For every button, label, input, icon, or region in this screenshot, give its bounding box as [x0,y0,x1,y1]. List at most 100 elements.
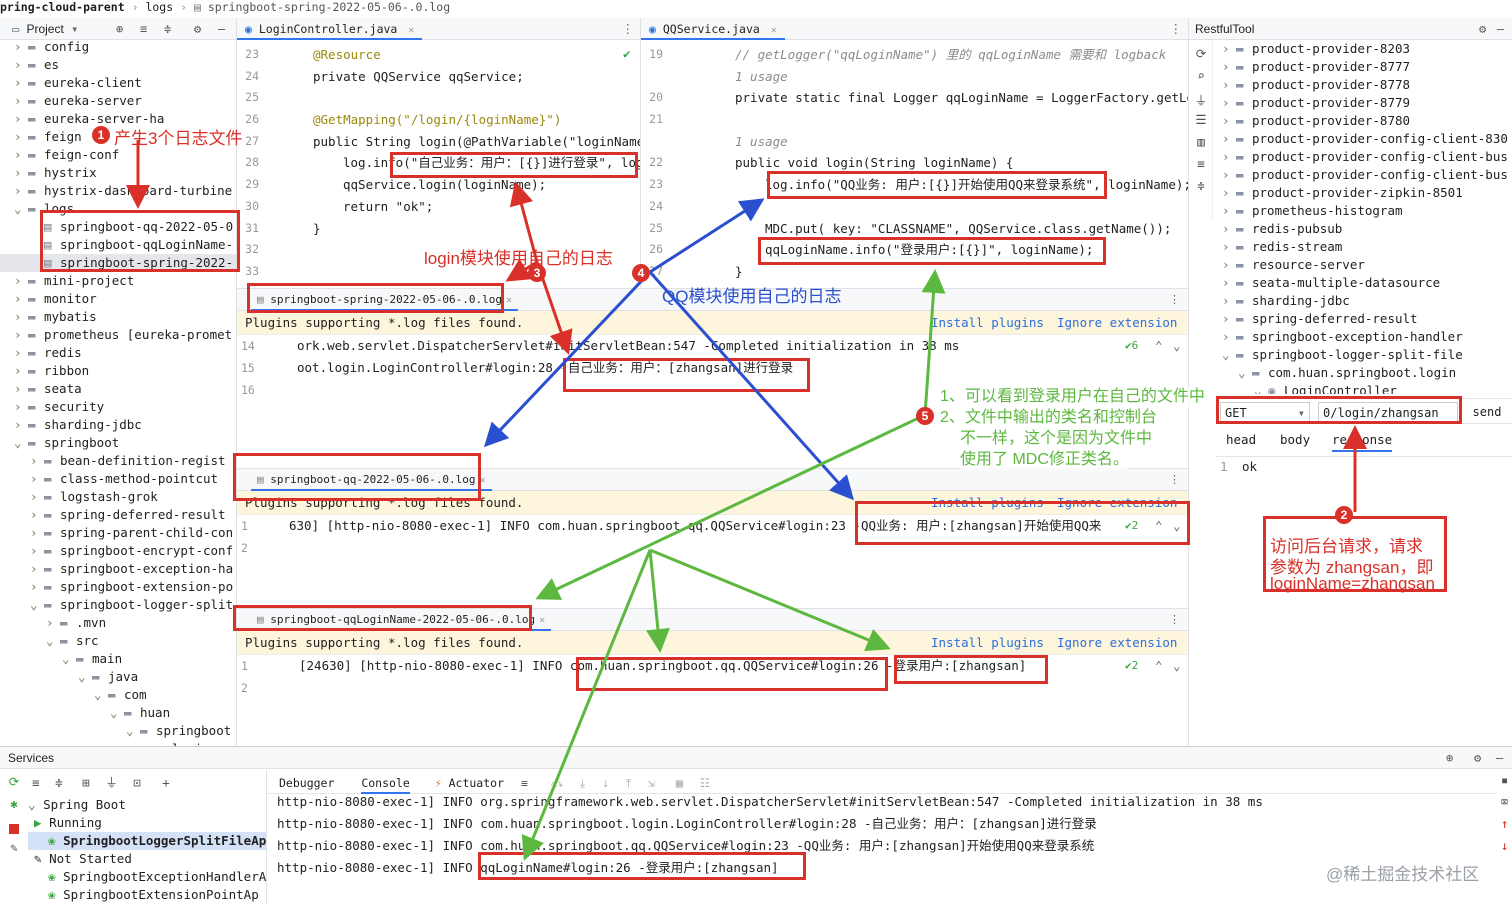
tab-debugger[interactable]: Debugger [279,776,335,790]
project-tree-item[interactable]: ▤springboot-qq-2022-05-0 [0,218,236,236]
code-text[interactable]: qqService.login(loginName); [343,177,547,193]
dropdown-icon[interactable]: ▾ [71,22,79,36]
tree-app[interactable]: ❀ SpringbootExtensionPointAp [28,886,266,904]
wrench-icon[interactable]: ✎ [10,840,18,855]
inspection-count[interactable]: ✔2 [1125,519,1139,532]
minimize-icon[interactable]: – [1497,22,1505,36]
project-tree-item[interactable]: ⌄▬springboot-logger-split [0,596,236,614]
gear-icon[interactable]: ⚙ [194,22,202,36]
restful-tree-item[interactable]: ›▬seata-multiple-datasource [1216,274,1512,292]
project-tree-item[interactable]: ⌄▬src [0,632,236,650]
restful-tree-item[interactable]: ›▬sharding-jdbc [1216,292,1512,310]
project-tree-item[interactable]: ›▬hystrix [0,164,236,182]
code-text[interactable]: log.info("QQ业务: 用户:[{}]开始使用QQ来登录系统", log… [765,177,1188,193]
table-icon[interactable]: ▦ [675,776,683,790]
project-tree-item[interactable]: ⌄▬java [0,668,236,686]
list-icon[interactable]: ☷ [699,776,711,790]
install-plugins-link[interactable]: Install plugins [931,315,1044,330]
project-tree-item[interactable]: ⌄▬huan [0,704,236,722]
chevron-down-icon[interactable]: ⌄ [1173,518,1181,533]
breadcrumb-project[interactable]: pring-cloud-parent [0,0,125,14]
tree-app-selected[interactable]: ❀ SpringbootLoggerSplitFileAp [28,832,266,850]
project-tree-item[interactable]: ›▬mini-project [0,272,236,290]
filter-icon[interactable]: ⏚ [1194,93,1208,108]
tree-not-started[interactable]: ✎ Not Started [28,850,266,868]
settings-icon[interactable]: ☰ [1195,112,1207,127]
group-icon[interactable]: ⊞ [82,775,90,790]
add-icon[interactable]: + [162,775,170,790]
restful-tree-item[interactable]: ›▬spring-deferred-result [1216,310,1512,328]
tab-head[interactable]: head [1226,432,1257,447]
minimize-icon[interactable]: – [1496,751,1504,765]
search-icon[interactable]: ⌕ [1197,68,1205,83]
tree-spring-boot[interactable]: ⌄ Spring Boot [28,796,266,814]
tab-actuator[interactable]: Actuator [448,776,504,790]
project-tree-item[interactable]: ›▬.mvn [0,614,236,632]
project-tree-item[interactable]: ›▬eureka-client [0,74,236,92]
down-icon[interactable]: ↓ [1500,838,1509,853]
trash-icon[interactable]: ⌧ [1500,794,1509,809]
log-text[interactable]: ork.web.servlet.DispatcherServlet#initSe… [297,338,960,353]
collapse-all-icon[interactable]: ≑ [55,775,63,790]
send-button[interactable]: send [1472,405,1502,419]
chevron-down-icon[interactable]: ⌄ [1173,338,1181,353]
project-tree-item[interactable]: ›▬springboot-extension-po [0,578,236,596]
code-text[interactable]: // getLogger("qqLoginName") 里的 qqLoginNa… [735,47,1167,62]
project-tree-item[interactable]: ›▬login [0,740,236,746]
debug-icon[interactable]: ✱ [10,796,18,811]
up-icon[interactable]: ↑ [1500,816,1509,831]
target-icon[interactable]: ⊕ [116,22,124,36]
filter-icon[interactable]: ⏚ [105,775,118,790]
more-icon[interactable]: ⋮ [1169,293,1180,306]
rerun-icon[interactable]: ⟳ [8,774,20,789]
tree-app[interactable]: ❀ SpringbootExceptionHandlerA [28,868,266,886]
restful-tree-item[interactable]: ›▬product-provider-config-client-830 [1216,130,1512,148]
chevron-up-icon[interactable]: ⌃ [1155,658,1163,673]
target-icon[interactable]: ⊕ [1446,751,1454,765]
inspection-count[interactable]: ✔6 [1125,339,1139,352]
log-text[interactable]: [24630] [http-nio-8080-exec-1] INFO com.… [299,658,1027,673]
chevron-up-icon[interactable]: ⌃ [1155,338,1163,353]
project-tree-item[interactable]: ⌄▬com [0,686,236,704]
collapse-icon[interactable]: ≑ [1197,178,1205,193]
project-tree-item[interactable]: ›▬prometheus [eureka-promet [0,326,236,344]
project-title[interactable]: Project [26,22,64,36]
minimize-icon[interactable]: – [218,22,226,36]
breadcrumb-folder[interactable]: logs [145,0,174,14]
tab-response[interactable]: response [1332,428,1393,452]
close-icon[interactable]: ✕ [539,615,546,626]
collapse-all-icon[interactable]: ≑ [164,22,172,36]
close-icon[interactable]: ✕ [506,295,513,306]
restful-tree-item[interactable]: ›▬resource-server [1216,256,1512,274]
code-text[interactable]: MDC.put( key: "CLASSNAME", QQService.cla… [765,220,1172,236]
stop-icon[interactable] [9,824,19,834]
menu-icon[interactable]: ≡ [520,776,528,790]
project-tree-item[interactable]: ⌄▬springboot [0,722,236,740]
ignore-extension-link[interactable]: Ignore extension [1057,315,1178,330]
more-icon[interactable]: ⋮ [1169,613,1180,626]
project-tree-item[interactable]: ›▬bean-definition-regist [0,452,236,470]
restful-tree-item[interactable]: ›▬product-provider-zipkin-8501 [1216,184,1512,202]
code-text[interactable]: qqLoginName.info("登录用户:[{}]", loginName)… [765,242,1094,258]
restful-tree-item[interactable]: ›▬redis-stream [1216,238,1512,256]
project-tree-item[interactable]: ›▬eureka-server-ha [0,110,236,128]
restful-tree-item[interactable]: ›▬product-provider-8777 [1216,58,1512,76]
new-tab-icon[interactable]: ⊡ [133,775,141,790]
url-input[interactable]: 0/login/zhangsan [1318,402,1458,422]
close-icon[interactable]: ✕ [408,25,415,36]
step-down-icon[interactable]: ⇣ [602,776,610,790]
gear-icon[interactable]: ⚙ [1479,22,1487,36]
code-text[interactable]: @GetMapping("/login/{loginName}") [313,112,562,128]
log-file-tab[interactable]: ▤ springboot-qq-2022-05-06-.0.log✕ [251,469,492,491]
project-tree-item[interactable]: ▤springboot-qqLoginName- [0,236,236,254]
step-into-icon[interactable]: ⤓ [580,776,586,790]
breadcrumb-file[interactable]: springboot-spring-2022-05-06-.0.log [207,0,451,14]
project-tree-item[interactable]: ⌄▬main [0,650,236,668]
restful-tree-item[interactable]: ›▬product-provider-8779 [1216,94,1512,112]
project-tree-item[interactable]: ›▬monitor [0,290,236,308]
run-to-cursor-icon[interactable]: ⇲ [647,776,655,790]
restful-tree-item[interactable]: ›▬redis-pubsub [1216,220,1512,238]
more-icon[interactable]: ▪ [1500,772,1509,787]
tab-console[interactable]: Console [361,772,410,794]
refresh-icon[interactable]: ⟳ [1195,46,1207,61]
